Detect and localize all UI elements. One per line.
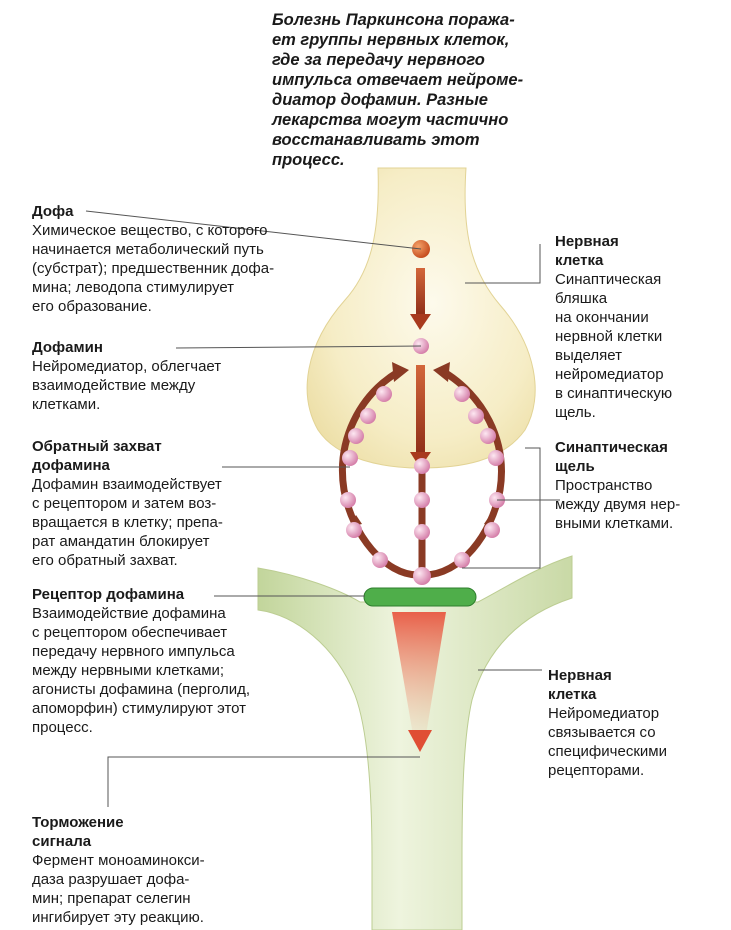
- label-desc: передачу нервного импульса: [32, 643, 235, 660]
- label-desc: вными клетками.: [555, 515, 674, 532]
- label-desc: нейромедиатор: [555, 366, 664, 383]
- label-desc: ингибирует эту реакцию.: [32, 909, 204, 926]
- label-nerve-cell-top: Нервная клетка Синаптическая бляшка на о…: [555, 232, 672, 422]
- label-title: щель: [555, 458, 595, 475]
- label-title: Торможение: [32, 814, 124, 831]
- label-title: Дофамин: [32, 339, 103, 356]
- label-desc: связывается со: [548, 724, 656, 741]
- label-desc: взаимодействие между: [32, 377, 196, 394]
- label-desc: специфическими: [548, 743, 667, 760]
- label-title: Синаптическая: [555, 439, 668, 456]
- label-desc: щель.: [555, 404, 596, 421]
- label-title: клетка: [548, 686, 597, 703]
- label-desc: его образование.: [32, 298, 152, 315]
- label-nerve-cell-bottom: Нервная клетка Нейромедиатор связывается…: [548, 666, 667, 780]
- label-title: сигнала: [32, 833, 92, 850]
- label-title: Нервная: [555, 233, 619, 250]
- signal-arrow: [392, 612, 446, 735]
- label-desc: бляшка: [555, 290, 608, 307]
- label-title: Рецептор дофамина: [32, 586, 185, 603]
- dopa-to-dopamine-arrow: [416, 268, 425, 316]
- intro-line: диатор дофамин. Разные: [272, 91, 488, 109]
- reuptake-loop-left: [339, 369, 419, 579]
- label-desc: с рецептором и затем воз-: [32, 495, 217, 512]
- label-inhibition: Торможение сигнала Фермент моноаминокси-…: [32, 813, 205, 927]
- intro-text: Болезнь Паркинсона поража- ет группы нер…: [272, 10, 572, 170]
- label-desc: на окончании: [555, 309, 649, 326]
- label-desc: Химическое вещество, с которого: [32, 222, 268, 239]
- label-desc: вращается в клетку; препа-: [32, 514, 223, 531]
- label-desc: начинается метаболический путь: [32, 241, 264, 258]
- label-title: клетка: [555, 252, 604, 269]
- release-arrow: [416, 365, 425, 455]
- label-desc: процесс.: [32, 719, 93, 736]
- label-desc: выделяет: [555, 347, 622, 364]
- intro-line: где за передачу нервного: [272, 51, 485, 69]
- label-desc: клетками.: [32, 396, 101, 413]
- label-receptor: Рецептор дофамина Взаимодействие дофамин…: [32, 585, 250, 737]
- label-desc: Нейромедиатор, облегчает: [32, 358, 222, 375]
- intro-line: Болезнь Паркинсона поража-: [272, 11, 515, 29]
- label-desc: даза разрушает дофа-: [32, 871, 190, 888]
- dopamine-molecules: [340, 338, 505, 585]
- postsynaptic-neuron: [257, 555, 573, 930]
- dopamine-receptor: [363, 587, 477, 607]
- label-dopamine: Дофамин Нейромедиатор, облегчает взаимод…: [32, 338, 221, 414]
- label-desc: (субстрат); предшественник дофа-: [32, 260, 275, 277]
- label-synaptic-cleft: Синаптическая щель Пространство между дв…: [555, 438, 680, 533]
- label-dopa: Дофа Химическое вещество, с которого нач…: [32, 202, 274, 316]
- label-reuptake: Обратный захват дофамина Дофамин взаимод…: [32, 437, 223, 570]
- intro-line: процесс.: [272, 151, 345, 169]
- label-title: Дофа: [32, 203, 74, 220]
- label-desc: мин; препарат селегин: [32, 890, 191, 907]
- label-desc: рат амандатин блокирует: [32, 533, 210, 550]
- label-desc: агонисты дофамина (перголид,: [32, 681, 251, 698]
- label-desc: Дофамин взаимодействует: [32, 476, 222, 493]
- label-desc: его обратный захват.: [32, 552, 178, 569]
- label-desc: с рецептором обеспечивает: [32, 624, 228, 641]
- label-desc: апоморфин) стимулируют этот: [32, 700, 247, 717]
- label-title: Нервная: [548, 667, 612, 684]
- label-desc: Пространство: [555, 477, 653, 494]
- leader-lines: [85, 210, 560, 807]
- label-title: Обратный захват: [32, 438, 162, 455]
- label-desc: Синаптическая: [555, 271, 662, 288]
- label-desc: между нервными клетками;: [32, 662, 225, 679]
- label-desc: рецепторами.: [548, 762, 645, 779]
- label-desc: Нейромедиатор: [548, 705, 660, 722]
- intro-line: лекарства могут частично: [272, 111, 509, 129]
- label-desc: Взаимодействие дофамина: [32, 605, 226, 622]
- label-desc: Фермент моноаминокси-: [32, 852, 205, 869]
- signal-arrowhead: [408, 730, 432, 752]
- label-desc: нервной клетки: [555, 328, 663, 345]
- intro-line: импульса отвечает нейроме-: [272, 71, 524, 89]
- intro-line: восстанавливать этот: [272, 131, 480, 149]
- label-desc: между двумя нер-: [555, 496, 681, 513]
- intro-line: ет группы нервных клеток,: [272, 31, 510, 49]
- label-desc: мина; леводопа стимулирует: [32, 279, 235, 296]
- label-desc: в синаптическую: [555, 385, 673, 402]
- label-title: дофамина: [32, 457, 110, 474]
